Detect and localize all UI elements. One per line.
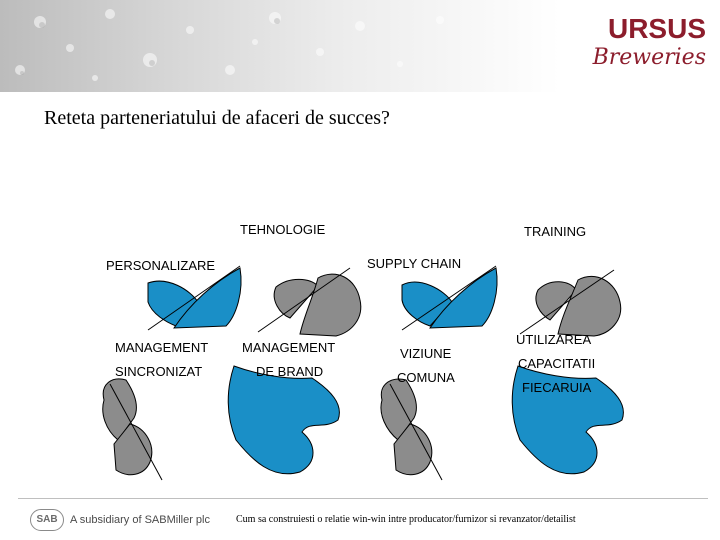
label-management-sincronizat-line2: SINCRONIZAT <box>115 364 203 379</box>
logo-brand: URSUS <box>607 13 706 44</box>
puzzle-piece-gray-7 <box>380 378 417 441</box>
logo-sub: Breweries <box>592 45 706 70</box>
divider-line-2 <box>257 267 351 333</box>
puzzle-piece-blue-5 <box>227 365 340 475</box>
puzzle-piece-gray-2 <box>299 273 362 337</box>
sab-logo-badge: SAB <box>30 509 64 531</box>
label-viziune-line1: VIZIUNE <box>400 346 452 361</box>
divider-line-6 <box>389 383 443 481</box>
label-management-brand-line1: MANAGEMENT <box>242 340 336 355</box>
puzzle-piece-blue-6 <box>511 365 624 475</box>
label-management-brand-line2: DE BRAND <box>256 364 324 379</box>
puzzle-piece-gray-1 <box>273 278 319 319</box>
divider-line-3 <box>401 265 497 331</box>
label-training: TRAINING <box>524 224 587 239</box>
divider-line-5 <box>109 383 163 481</box>
label-management-sincronizat-line1: MANAGEMENT <box>115 340 209 355</box>
puzzle-piece-gray-5 <box>102 378 137 441</box>
droplet-texture <box>15 9 444 81</box>
label-utilizarea-line1: UTILIZAREA <box>516 332 592 347</box>
divider-line-1 <box>147 265 241 331</box>
label-personalizare: PERSONALIZARE <box>106 258 216 273</box>
label-supply-chain: SUPPLY CHAIN <box>367 256 462 271</box>
footer-subsidiary: A subsidiary of SABMiller plc <box>70 514 210 526</box>
puzzle-piece-gray-4 <box>557 275 622 337</box>
label-viziune-line2: COMUNA <box>397 370 455 385</box>
footer-note: Cum sa construiesti o relatie win-win in… <box>236 514 576 525</box>
footer-divider <box>18 498 708 499</box>
label-utilizarea-line2: CAPACITATII <box>518 356 596 371</box>
puzzle-piece-gray-6 <box>113 423 153 476</box>
puzzle-piece-blue-2 <box>173 267 242 329</box>
divider-line-4 <box>519 269 615 335</box>
droplet-banner <box>0 0 560 92</box>
label-utilizarea-line3: FIECARUIA <box>522 380 592 395</box>
ursus-logo: URSUS Breweries <box>586 14 706 80</box>
slide-title: Reteta parteneriatului de afaceri de suc… <box>44 107 390 129</box>
label-tehnologie: TEHNOLOGIE <box>240 222 326 237</box>
puzzle-piece-blue-4 <box>429 267 498 329</box>
puzzle-piece-gray-8 <box>393 423 433 476</box>
